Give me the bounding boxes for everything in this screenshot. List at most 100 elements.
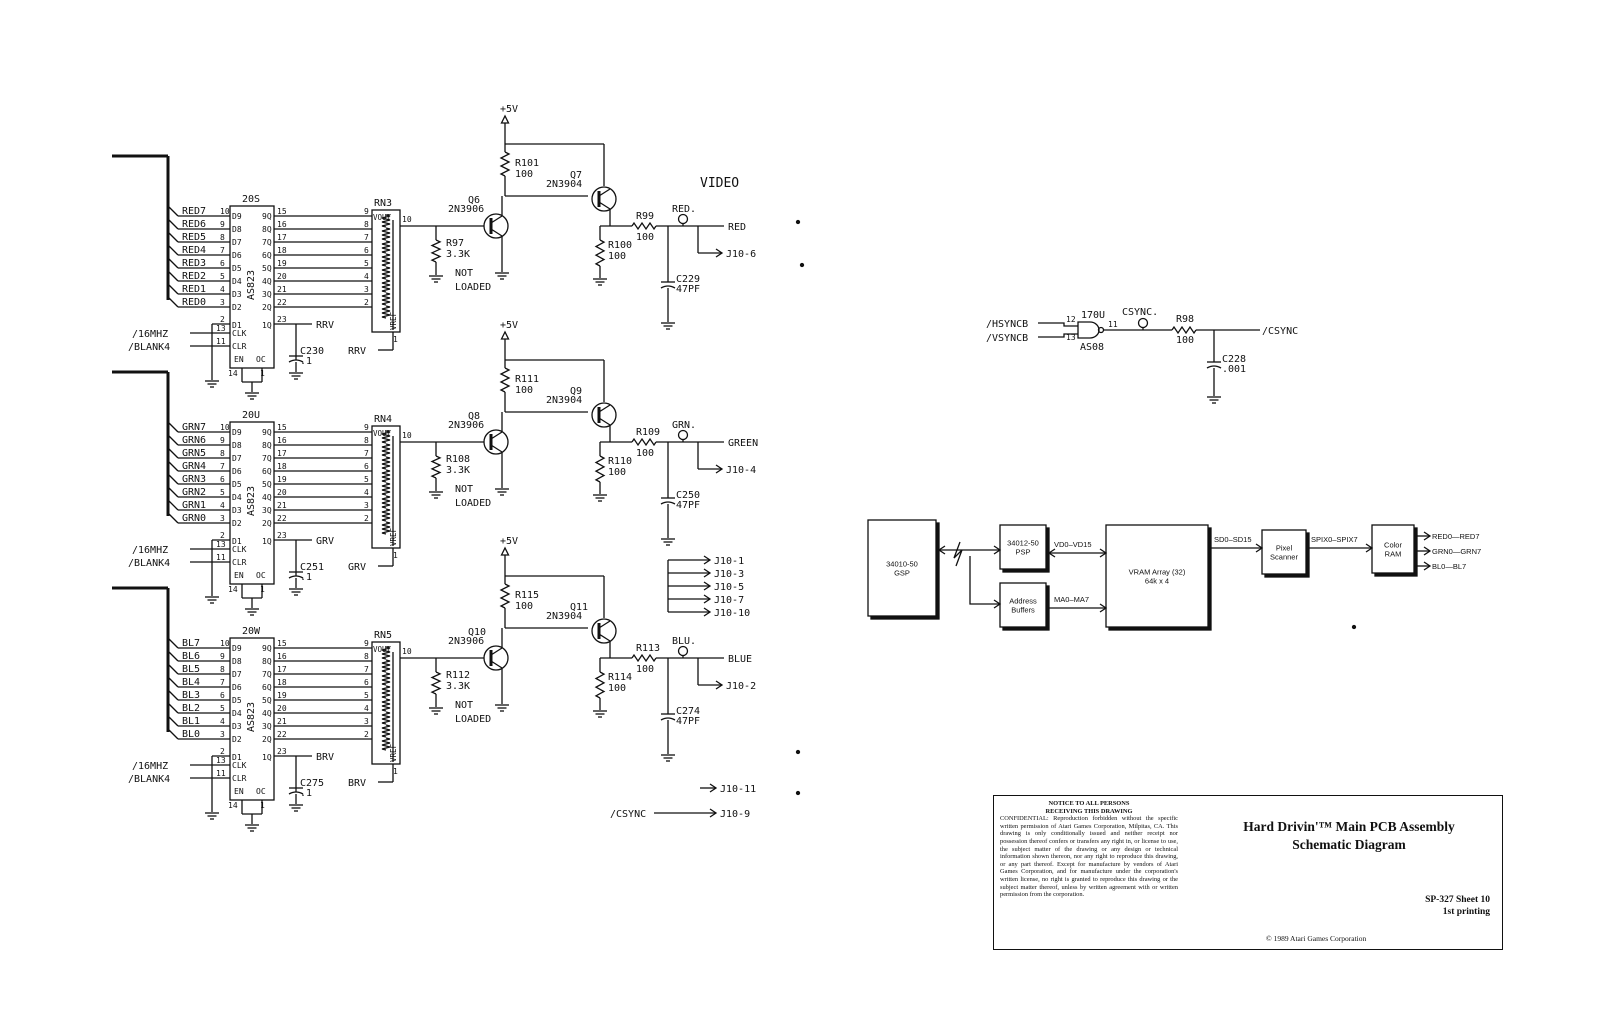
latch-in-name: D3 bbox=[232, 722, 242, 731]
network-refdes: RN5 bbox=[374, 630, 392, 641]
test-point bbox=[677, 645, 689, 657]
color-out-arrow bbox=[1423, 531, 1432, 541]
gnd-conn-arrow bbox=[703, 555, 712, 565]
q1-pin: 23 bbox=[277, 531, 287, 540]
en-name: EN bbox=[234, 571, 244, 580]
latch-out-pin: 18 bbox=[277, 462, 287, 471]
test-point bbox=[677, 429, 689, 441]
bus-arrow bbox=[1365, 543, 1374, 553]
network-resistor bbox=[381, 266, 391, 280]
emitter-res-value: 100 bbox=[608, 683, 626, 694]
input-signal: BL3 bbox=[182, 690, 200, 701]
network-resistor bbox=[381, 646, 391, 660]
clr-name: CLR bbox=[232, 774, 247, 783]
latch-out-pin: 16 bbox=[277, 652, 287, 661]
color-out-arrow bbox=[1423, 561, 1432, 571]
emitter-resistor bbox=[594, 239, 606, 267]
connector-j10-11: J10-11 bbox=[720, 784, 756, 795]
vd-bus-label: VD0–VD15 bbox=[1054, 540, 1092, 549]
network-resistor bbox=[381, 443, 391, 457]
stray-dot bbox=[795, 749, 801, 755]
latch-in-name: D5 bbox=[232, 696, 242, 705]
network-resistor bbox=[381, 214, 391, 228]
address-buffers-block-box bbox=[999, 582, 1047, 628]
bus-entry bbox=[167, 205, 179, 217]
oc-name: OC bbox=[256, 571, 266, 580]
latch-out-name: 4Q bbox=[262, 709, 272, 718]
latch-out-name: 9Q bbox=[262, 428, 272, 437]
en-pin: 14 bbox=[228, 801, 238, 810]
bus-entry bbox=[167, 434, 179, 446]
series-res-label: R99 bbox=[636, 211, 654, 222]
clk-name: CLK bbox=[232, 761, 247, 770]
ground-connector: J10-1 bbox=[714, 556, 744, 567]
sync-res-label: R98 bbox=[1176, 314, 1194, 325]
collector-resistor bbox=[499, 151, 511, 177]
pnp-refdes: Q8 bbox=[468, 411, 480, 422]
d1-pin: 2 bbox=[220, 747, 225, 756]
latch-out-name: 8Q bbox=[262, 225, 272, 234]
gsp-block-label-1: 34010-50 bbox=[886, 560, 918, 569]
latch-out-pin: 19 bbox=[277, 475, 287, 484]
ground-symbol bbox=[205, 380, 219, 388]
latch-out-name: 5Q bbox=[262, 696, 272, 705]
latch-in-name: D8 bbox=[232, 441, 242, 450]
latch-in-pin: 7 bbox=[220, 678, 225, 687]
bus-arrow bbox=[937, 545, 946, 555]
notice-heading-2: RECEIVING THIS DRAWING bbox=[1045, 807, 1133, 815]
ground-connector: J10-10 bbox=[714, 608, 750, 619]
ground-symbol bbox=[289, 372, 303, 380]
latch-out-pin: 19 bbox=[277, 259, 287, 268]
latch-out-name: 8Q bbox=[262, 441, 272, 450]
input-signal: RED3 bbox=[182, 258, 206, 269]
latch-out-pin: 17 bbox=[277, 665, 287, 674]
latch-out-name: 8Q bbox=[262, 657, 272, 666]
csync-out-signal: /CSYNC bbox=[1262, 326, 1298, 337]
latch-out-pin: 16 bbox=[277, 220, 287, 229]
network-refdes: RN4 bbox=[374, 414, 392, 425]
ground-symbol bbox=[205, 596, 219, 604]
csync-bottom-signal: /CSYNC bbox=[610, 809, 646, 820]
series-resistor bbox=[631, 437, 657, 447]
pnp-type: 2N3906 bbox=[448, 204, 484, 215]
latch-in-pin: 5 bbox=[220, 272, 225, 281]
transistor-body bbox=[483, 645, 509, 671]
bus-arrow bbox=[1255, 543, 1264, 553]
emitter-res-label: R100 bbox=[608, 240, 632, 251]
network-resistor bbox=[381, 292, 391, 306]
input-signal: RED6 bbox=[182, 219, 206, 230]
address-buffers-block-label-1: Address bbox=[1009, 597, 1037, 606]
latch-in-name: D3 bbox=[232, 506, 242, 515]
pnp-transistor bbox=[483, 645, 509, 671]
d1-name: D1 bbox=[232, 537, 242, 546]
clr-pin: 11 bbox=[216, 769, 226, 778]
bus-entry bbox=[167, 447, 179, 459]
bus-arrow bbox=[1099, 548, 1108, 558]
capacitor-plate-curved bbox=[288, 359, 304, 363]
latch-out-name: 5Q bbox=[262, 480, 272, 489]
hsync-wire bbox=[1038, 322, 1078, 327]
q1-name: 1Q bbox=[262, 537, 272, 546]
resistor-network bbox=[371, 641, 401, 765]
ground-symbol bbox=[495, 272, 509, 280]
transistor-lead-2 bbox=[598, 417, 611, 426]
capacitor-plate-curved bbox=[288, 791, 304, 795]
bus-entry bbox=[167, 231, 179, 243]
latch-out-pin: 20 bbox=[277, 704, 287, 713]
latch-in-name: D2 bbox=[232, 735, 242, 744]
latch-out-pin: 20 bbox=[277, 488, 287, 497]
clr-signal: /BLANK4 bbox=[128, 342, 170, 353]
pixel-scanner-block-label-2: Scanner bbox=[1270, 553, 1298, 562]
and-gate bbox=[1077, 321, 1100, 339]
latch-out-name: 4Q bbox=[262, 277, 272, 286]
conn-arrow bbox=[715, 680, 724, 690]
collector-res-value: 100 bbox=[515, 169, 533, 180]
latch-ic bbox=[229, 205, 275, 369]
ground-symbol bbox=[289, 588, 303, 596]
latch-out-name: 9Q bbox=[262, 212, 272, 221]
en-pin: 14 bbox=[228, 369, 238, 378]
network-pin: 2 bbox=[364, 298, 369, 307]
gsp-block-label-2: GSP bbox=[894, 569, 910, 578]
latch-out-pin: 15 bbox=[277, 423, 287, 432]
